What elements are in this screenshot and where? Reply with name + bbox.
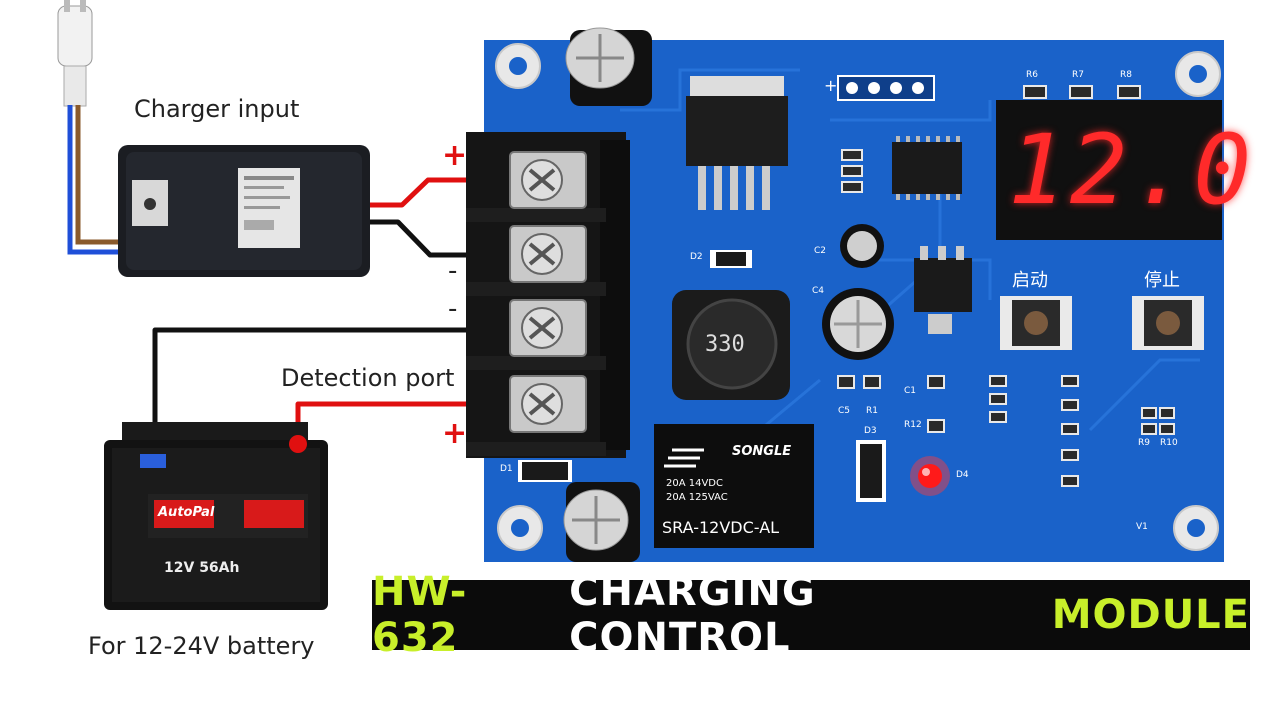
silk-r12: R12 bbox=[904, 420, 922, 430]
start-label: 启动 bbox=[1012, 270, 1048, 291]
inductor-value: 330 bbox=[705, 332, 745, 357]
led-d4-indicator bbox=[910, 456, 950, 496]
silk-d1: D1 bbox=[500, 464, 513, 474]
negative-sign-2: - bbox=[448, 294, 458, 324]
charger-adapter bbox=[118, 145, 370, 277]
car-battery bbox=[104, 422, 328, 610]
silk-r9: R9 bbox=[1138, 438, 1150, 448]
start-button-graphic bbox=[1000, 296, 1072, 350]
silk-c5: C5 bbox=[838, 406, 851, 416]
positive-sign-top: + bbox=[442, 138, 468, 173]
silk-r8: R8 bbox=[1120, 70, 1132, 80]
relay bbox=[654, 424, 814, 548]
electrolytic-capacitor-top bbox=[565, 27, 652, 106]
electrolytic-capacitor-bottom bbox=[563, 482, 640, 562]
screw-terminal-block bbox=[466, 132, 630, 458]
silk-c1: C1 bbox=[904, 386, 917, 396]
relay-model: SRA-12VDC-AL bbox=[662, 518, 780, 537]
diode-d2 bbox=[710, 250, 752, 268]
charger-input-label: Charger input bbox=[134, 95, 300, 123]
capacitor-c4 bbox=[822, 288, 894, 360]
diode-d3 bbox=[856, 440, 886, 502]
regulator-ic bbox=[686, 76, 788, 210]
relay-brand: SONGLE bbox=[732, 444, 792, 459]
title-banner: HW-632 CHARGING CONTROL MODULE bbox=[372, 569, 1250, 661]
silk-v1: V1 bbox=[1136, 522, 1148, 532]
stop-label: 停止 bbox=[1144, 270, 1180, 291]
positive-sign-bottom: + bbox=[442, 416, 468, 451]
banner-model: HW-632 bbox=[372, 569, 468, 661]
voltage-display-readout: 12.0 bbox=[1008, 114, 1256, 226]
silk-c2: C2 bbox=[814, 246, 827, 256]
diode-d1 bbox=[518, 460, 572, 482]
stop-button-graphic bbox=[1132, 296, 1204, 350]
battery-label: For 12-24V battery bbox=[88, 632, 315, 660]
header-plus-label: + bbox=[824, 76, 838, 95]
silk-d4: D4 bbox=[956, 470, 969, 480]
silk-r6: R6 bbox=[1026, 70, 1038, 80]
controller-ic bbox=[892, 136, 962, 200]
negative-sign-1: - bbox=[448, 256, 458, 286]
detection-port-label: Detection port bbox=[281, 364, 455, 392]
inductor bbox=[672, 290, 790, 400]
battery-brand: AutoPal bbox=[158, 505, 215, 520]
silk-d2: D2 bbox=[690, 252, 703, 262]
silk-r1: R1 bbox=[866, 406, 878, 416]
seven-segment-display-frame bbox=[996, 100, 1222, 240]
ac-cable bbox=[67, 105, 118, 255]
silk-r7: R7 bbox=[1072, 70, 1084, 80]
battery-spec: 12V 56Ah bbox=[164, 560, 240, 576]
relay-spec-2: 20A 125VAC bbox=[666, 492, 728, 503]
silk-d3: D3 bbox=[864, 426, 877, 436]
silk-r10: R10 bbox=[1160, 438, 1178, 448]
relay-spec-1: 20A 14VDC bbox=[666, 478, 723, 489]
pin-header bbox=[837, 75, 935, 101]
silk-c4: C4 bbox=[812, 286, 825, 296]
capacitor-c2 bbox=[840, 224, 884, 268]
banner-description: CHARGING CONTROL bbox=[569, 569, 816, 661]
smd-components bbox=[837, 85, 1175, 487]
voltage-regulator-sot bbox=[914, 246, 972, 334]
banner-module: MODULE bbox=[1051, 592, 1250, 638]
ac-plug-icon bbox=[57, 0, 93, 107]
